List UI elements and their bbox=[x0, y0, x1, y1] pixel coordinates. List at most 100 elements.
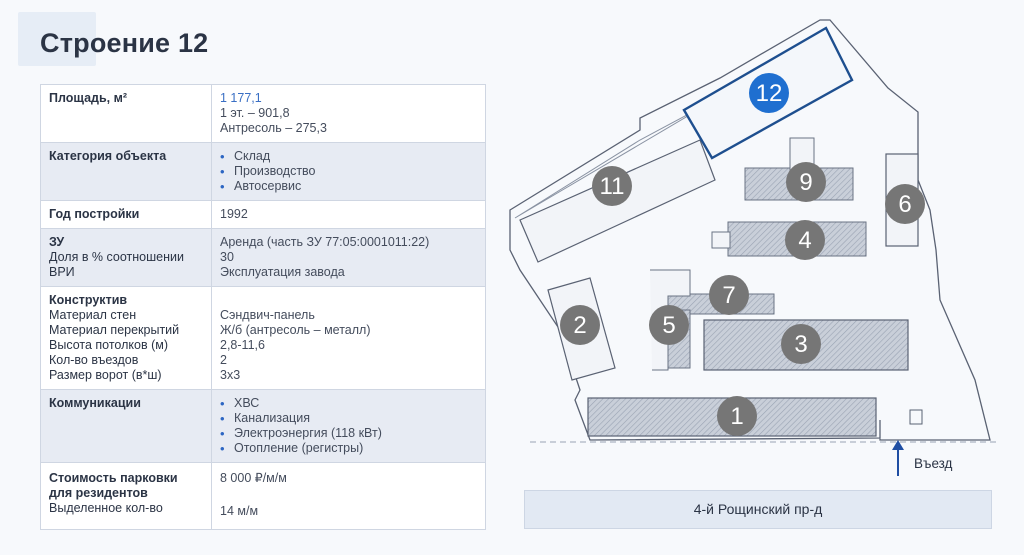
building-marker-7[interactable]: 7 bbox=[709, 275, 749, 315]
page-title: Строение 12 bbox=[40, 28, 209, 58]
spec-value: 1992 bbox=[212, 201, 485, 228]
spec-label-line: Доля в % соотношении bbox=[49, 250, 184, 264]
building-4-left bbox=[711, 231, 731, 249]
spec-value-line: 30 bbox=[220, 250, 234, 264]
spec-row: Коммуникации ХВСКанализацияЭлектроэнергия… bbox=[41, 390, 485, 463]
spec-value-line: 2,8-11,6 bbox=[220, 338, 265, 352]
spec-value-line bbox=[220, 486, 477, 501]
marker-number: 5 bbox=[662, 312, 675, 339]
spec-label-line: Коммуникации bbox=[49, 396, 141, 410]
spec-value-line bbox=[220, 293, 477, 308]
spec-value-line: Автосервис bbox=[220, 179, 477, 194]
spec-label-line: Высота потолков (м) bbox=[49, 338, 168, 352]
building-marker-4[interactable]: 4 bbox=[785, 220, 825, 260]
spec-value-line: ХВС bbox=[220, 396, 477, 411]
building-marker-11[interactable]: 11 bbox=[592, 166, 632, 206]
site-inner-line bbox=[514, 99, 716, 219]
spec-value-line: 1 эт. – 901,8 bbox=[220, 106, 290, 120]
spec-label: Площадь, м² bbox=[41, 85, 212, 142]
spec-label-line: Площадь, м² bbox=[49, 91, 128, 105]
marker-circle bbox=[885, 184, 925, 224]
spec-value-line: Отопление (регистры) bbox=[220, 441, 477, 456]
spec-label-line: Стоимость парковки bbox=[49, 471, 178, 485]
spec-label-line: Категория объекта bbox=[49, 149, 167, 163]
spec-row: Категория объекта СкладПроизводствоАвтосе… bbox=[41, 143, 485, 201]
spec-value-line: Электроэнергия (118 кВт) bbox=[220, 426, 477, 441]
spec-label-line: Год постройки bbox=[49, 207, 140, 221]
spec-value-line: 8 000 ₽/м/м bbox=[220, 471, 287, 485]
marker-number: 7 bbox=[722, 282, 735, 309]
spec-value: ХВСКанализацияЭлектроэнергия (118 кВт)От… bbox=[212, 390, 485, 462]
marker-circle bbox=[785, 220, 825, 260]
spec-value-line: Канализация bbox=[220, 411, 477, 426]
marker-number: 3 bbox=[794, 331, 807, 358]
marker-number: 6 bbox=[898, 191, 911, 218]
marker-circle bbox=[709, 275, 749, 315]
marker-circle bbox=[786, 162, 826, 202]
building-marker-5[interactable]: 5 bbox=[649, 305, 689, 345]
site-boundary bbox=[509, 19, 991, 441]
marker-circle bbox=[717, 396, 757, 436]
marker-circle bbox=[781, 324, 821, 364]
spec-label: Коммуникации bbox=[41, 390, 212, 462]
building-marker-3[interactable]: 3 bbox=[781, 324, 821, 364]
spec-label-line: Материал стен bbox=[49, 308, 137, 322]
spec-label: Категория объекта bbox=[41, 143, 212, 200]
spec-value-line: Сэндвич-панель bbox=[220, 308, 315, 322]
marker-circle bbox=[592, 166, 632, 206]
site-plan-map: 12 11 9 6 4 7 2 5 3 1 bbox=[509, 19, 996, 476]
spec-value: 8 000 ₽/м/м 14 м/м bbox=[212, 463, 485, 529]
spec-value-line: Эксплуатация завода bbox=[220, 265, 345, 279]
building-marker-12[interactable]: 12 bbox=[749, 73, 789, 113]
marker-number: 11 bbox=[600, 173, 625, 200]
entry-arrow-head bbox=[892, 440, 904, 450]
decorative-square bbox=[18, 12, 96, 66]
spec-value-line: Склад bbox=[220, 149, 477, 164]
spec-label-line: Выделенное кол-во bbox=[49, 501, 163, 515]
spec-label: Год постройки bbox=[41, 201, 212, 228]
marker-number: 1 bbox=[730, 403, 743, 430]
spec-value: СкладПроизводствоАвтосервис bbox=[212, 143, 485, 200]
building-marker-6[interactable]: 6 bbox=[885, 184, 925, 224]
small-structure bbox=[909, 409, 923, 425]
spec-label-line: ВРИ bbox=[49, 265, 75, 279]
marker-number: 2 bbox=[573, 312, 586, 339]
entry-label: Въезд bbox=[914, 456, 953, 471]
spec-row: Год постройки 1992 bbox=[41, 201, 485, 229]
spec-value-line: 1992 bbox=[220, 207, 248, 221]
marker-circle bbox=[749, 73, 789, 113]
marker-number: 4 bbox=[798, 227, 811, 254]
spec-value-line: Аренда (часть ЗУ 77:05:0001011:22) bbox=[220, 235, 430, 249]
building-marker-9[interactable]: 9 bbox=[786, 162, 826, 202]
spec-label-line: Материал перекрытий bbox=[49, 323, 180, 337]
spec-value-line: Антресоль – 275,3 bbox=[220, 121, 327, 135]
marker-number: 9 bbox=[799, 169, 812, 196]
spec-label-line: Конструктив bbox=[49, 293, 128, 307]
street-label: 4-й Рощинский пр-д bbox=[524, 490, 992, 529]
spec-label-line: Размер ворот (в*ш) bbox=[49, 368, 162, 382]
building-marker-1[interactable]: 1 bbox=[717, 396, 757, 436]
marker-circle bbox=[649, 305, 689, 345]
spec-value-line: Производство bbox=[220, 164, 477, 179]
marker-circle bbox=[560, 305, 600, 345]
spec-label-line: для резидентов bbox=[49, 486, 148, 500]
spec-value-line: 1 177,1 bbox=[220, 91, 262, 105]
marker-number: 12 bbox=[756, 80, 783, 107]
building-marker-2[interactable]: 2 bbox=[560, 305, 600, 345]
building-5-outline bbox=[650, 269, 691, 371]
spec-value-line: 14 м/м bbox=[220, 504, 259, 518]
spec-value-line: 2 bbox=[220, 353, 227, 367]
spec-label-line: ЗУ bbox=[49, 235, 65, 249]
spec-value-line: 3х3 bbox=[220, 368, 241, 382]
